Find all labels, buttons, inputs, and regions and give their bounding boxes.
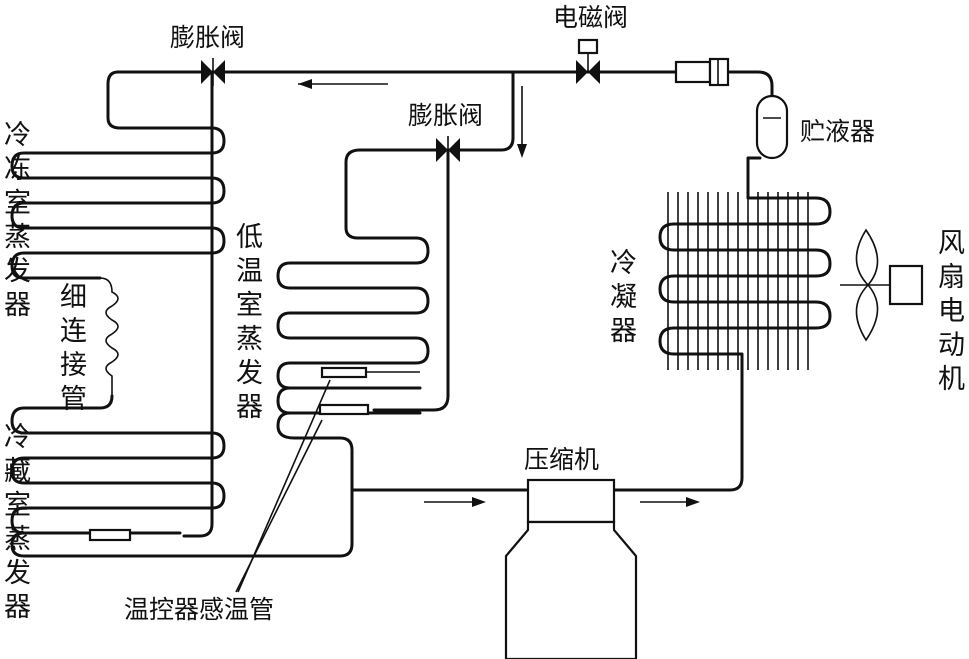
svg-text:动: 动 — [938, 330, 965, 361]
low-temp-evaporator-coil — [276, 236, 430, 390]
svg-text:细: 细 — [60, 282, 87, 313]
svg-text:发: 发 — [236, 358, 263, 389]
top-line-to-receiver — [726, 70, 774, 98]
label-thin-connecting-tube: 细 连 接 管 — [60, 282, 87, 415]
discharge-line — [612, 374, 744, 492]
label-thermostat-sensor: 温控器感温管 — [124, 595, 274, 624]
receiver-tank — [755, 94, 789, 160]
svg-text:电: 电 — [938, 296, 965, 327]
svg-text:蒸: 蒸 — [4, 524, 31, 555]
label-expansion-valve-mid: 膨胀阀 — [408, 101, 483, 130]
svg-text:冻: 冻 — [4, 154, 31, 185]
label-expansion-valve-top: 膨胀阀 — [170, 23, 245, 52]
fridge-coil-entry — [22, 394, 114, 410]
low-temp-sensor-pad-top — [320, 366, 368, 379]
svg-text:室: 室 — [4, 188, 31, 219]
svg-text:器: 器 — [4, 592, 31, 623]
label-receiver: 贮液器 — [800, 117, 875, 146]
freezer-feed-vertical — [182, 70, 214, 538]
svg-text:藏: 藏 — [4, 456, 31, 487]
middle-branch-pipe — [344, 70, 515, 240]
freezer-evaporator-coil — [10, 126, 226, 280]
svg-text:蒸: 蒸 — [4, 222, 31, 253]
svg-text:室: 室 — [236, 290, 263, 321]
svg-text:凝: 凝 — [610, 282, 637, 313]
svg-text:低: 低 — [236, 222, 263, 253]
label-condenser: 冷 凝 器 — [610, 248, 637, 347]
low-temp-feed-vertical — [372, 148, 450, 412]
label-fan-motor: 风 扇 电 动 机 — [938, 228, 965, 395]
svg-text:温: 温 — [236, 256, 263, 287]
sensor-leader-line-2 — [235, 419, 323, 593]
thin-connecting-coil — [99, 277, 119, 396]
condenser-coil — [658, 196, 832, 382]
svg-text:器: 器 — [236, 392, 263, 423]
label-compressor: 压缩机 — [524, 445, 599, 474]
fridge-sensor-pad — [88, 528, 132, 542]
compressor — [504, 478, 638, 659]
solenoid-valve — [576, 38, 600, 84]
fridge-evaporator-coil — [10, 406, 226, 535]
condenser-fins — [667, 192, 809, 370]
label-freezer-evaporator: 冷 冻 室 蒸 发 器 — [4, 120, 31, 321]
label-low-temp-evaporator: 低 温 室 蒸 发 器 — [236, 222, 263, 423]
svg-text:连: 连 — [60, 316, 87, 347]
svg-text:冷: 冷 — [4, 120, 31, 151]
top-expansion-valve — [201, 58, 225, 86]
receiver-to-condenser — [746, 156, 818, 200]
svg-text:管: 管 — [60, 384, 87, 415]
svg-text:冷: 冷 — [4, 422, 31, 453]
label-fridge-evaporator: 冷 藏 室 蒸 发 器 — [4, 422, 31, 623]
svg-text:器: 器 — [610, 316, 637, 347]
svg-text:接: 接 — [60, 350, 87, 381]
filter-drier — [674, 57, 730, 87]
label-solenoid-valve: 电磁阀 — [553, 3, 628, 32]
svg-text:蒸: 蒸 — [236, 324, 263, 355]
freezer-inlet-pipe — [106, 70, 214, 130]
svg-text:发: 发 — [4, 558, 31, 589]
svg-text:机: 机 — [938, 364, 965, 395]
low-temp-sensor-pad-bottom — [318, 403, 370, 416]
svg-text:室: 室 — [4, 490, 31, 521]
svg-text:发: 发 — [4, 256, 31, 287]
svg-text:冷: 冷 — [610, 248, 637, 279]
svg-text:风: 风 — [938, 228, 965, 259]
fridge-return-line — [10, 488, 354, 558]
svg-text:器: 器 — [4, 290, 31, 321]
fan-icon — [840, 228, 924, 342]
low-temp-lower-coil — [276, 386, 422, 492]
svg-text:扇: 扇 — [938, 262, 965, 293]
flow-arrows — [298, 79, 700, 507]
